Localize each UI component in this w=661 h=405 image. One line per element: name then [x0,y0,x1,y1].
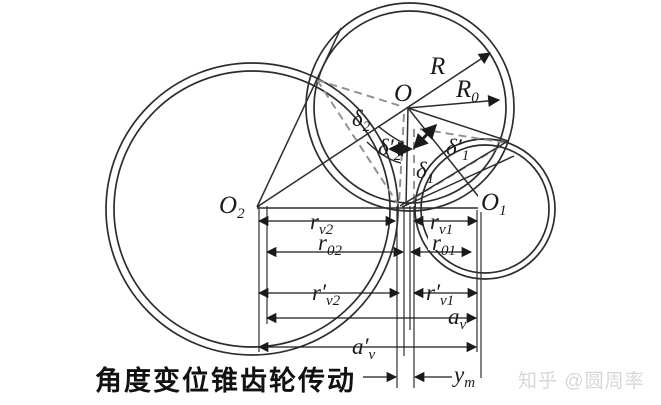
circle-top-outer [305,2,515,212]
angle-arrow-delta1-mod [412,123,438,150]
circle-top-inner [313,10,507,204]
line-o-apex [405,107,409,207]
label-dim-av: av [448,304,467,333]
line-apex-t1 [399,140,509,207]
label-dim-ym: ym [452,362,475,391]
label-dim-rv1: rv1 [430,209,453,238]
label-point-o2: O2 [219,192,245,222]
dashed-line-t2-o [316,79,405,108]
label-angle-delta1-mod: δ′1 [446,135,469,164]
angle-arrows [388,123,438,157]
label-dim-av-mod: a′v [352,334,376,363]
angle-arc-delta2-mod [366,141,402,164]
dashed-line-o-apex [398,113,405,205]
solid-construction [256,27,515,209]
label-angle-delta2-mod: δ′2 [378,135,402,164]
labels: O O2 O1 R R0 δ2 δ′2 δ1 δ′1 rv2 rv1 r02 r… [219,53,507,391]
radius-line-R [256,52,492,208]
label-dim-r01: r01 [432,230,456,259]
label-dim-r02: r02 [318,230,342,259]
line-apex-edge [401,155,515,208]
figure-caption: 角度变位锥齿轮传动 [95,365,356,396]
label-point-o: O [394,80,412,107]
label-dim-rv2-mod: r′v2 [312,280,341,309]
label-dim-rv1-mod: r′v1 [426,280,454,309]
label-angle-delta2: δ2 [352,106,371,135]
label-bg [428,233,466,250]
label-bg [314,233,356,250]
line-o2-tangent [256,27,342,208]
dimension-lines [257,215,479,383]
label-point-o1: O1 [481,189,507,219]
dashed-line-t2-apex [316,79,399,205]
radius-line-R0 [407,94,501,109]
label-dim-rv2: rv2 [310,209,334,238]
label-backgrounds [306,193,511,356]
watermark: 知乎 @圆周率 [518,370,645,392]
label-radius-r0: R0 [455,76,479,106]
circle-gear1-inner [420,144,550,274]
circle-gear2-outer [105,62,399,356]
label-radius-r: R [429,53,445,80]
label-bg [478,193,511,212]
label-angle-delta1: δ1 [416,158,434,187]
circle-gear2-inner [113,70,391,348]
line-o-t1 [407,107,509,142]
